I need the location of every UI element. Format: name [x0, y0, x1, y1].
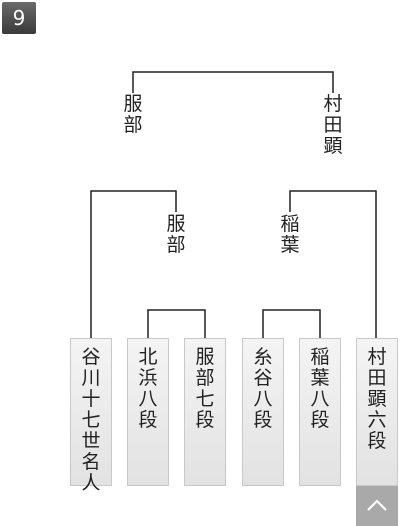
player-name: 谷川十七世名人	[81, 346, 101, 494]
final-right-label: 村田顕	[323, 93, 343, 157]
chevron-up-icon	[367, 499, 387, 511]
player-card-itodani[interactable]: 糸谷八段	[242, 338, 284, 486]
right-quarterfinal-bracket-line	[262, 309, 321, 338]
final-left-label: 服部	[123, 93, 143, 136]
player-card-murata[interactable]: 村田顕六段	[356, 338, 398, 486]
right-semifinal-bracket-line	[289, 190, 377, 338]
scroll-top-button[interactable]	[356, 486, 398, 526]
player-name: 稲葉八段	[310, 346, 330, 431]
player-card-inaba[interactable]: 稲葉八段	[299, 338, 341, 486]
left-semifinal-bracket-line	[90, 190, 177, 338]
player-name: 北浜八段	[138, 346, 158, 431]
player-card-tanigawa[interactable]: 谷川十七世名人	[70, 338, 112, 494]
final-bracket-line	[132, 71, 334, 93]
player-name: 服部七段	[195, 346, 215, 431]
player-name: 村田顕六段	[367, 346, 387, 452]
semifinal-right-label: 稲葉	[280, 213, 300, 256]
left-quarterfinal-bracket-line	[147, 309, 206, 338]
player-card-kitahama[interactable]: 北浜八段	[127, 338, 169, 486]
round-badge: 9	[2, 2, 36, 34]
semifinal-left-label: 服部	[166, 213, 186, 256]
player-name: 糸谷八段	[253, 346, 273, 431]
player-card-hattori[interactable]: 服部七段	[184, 338, 226, 486]
